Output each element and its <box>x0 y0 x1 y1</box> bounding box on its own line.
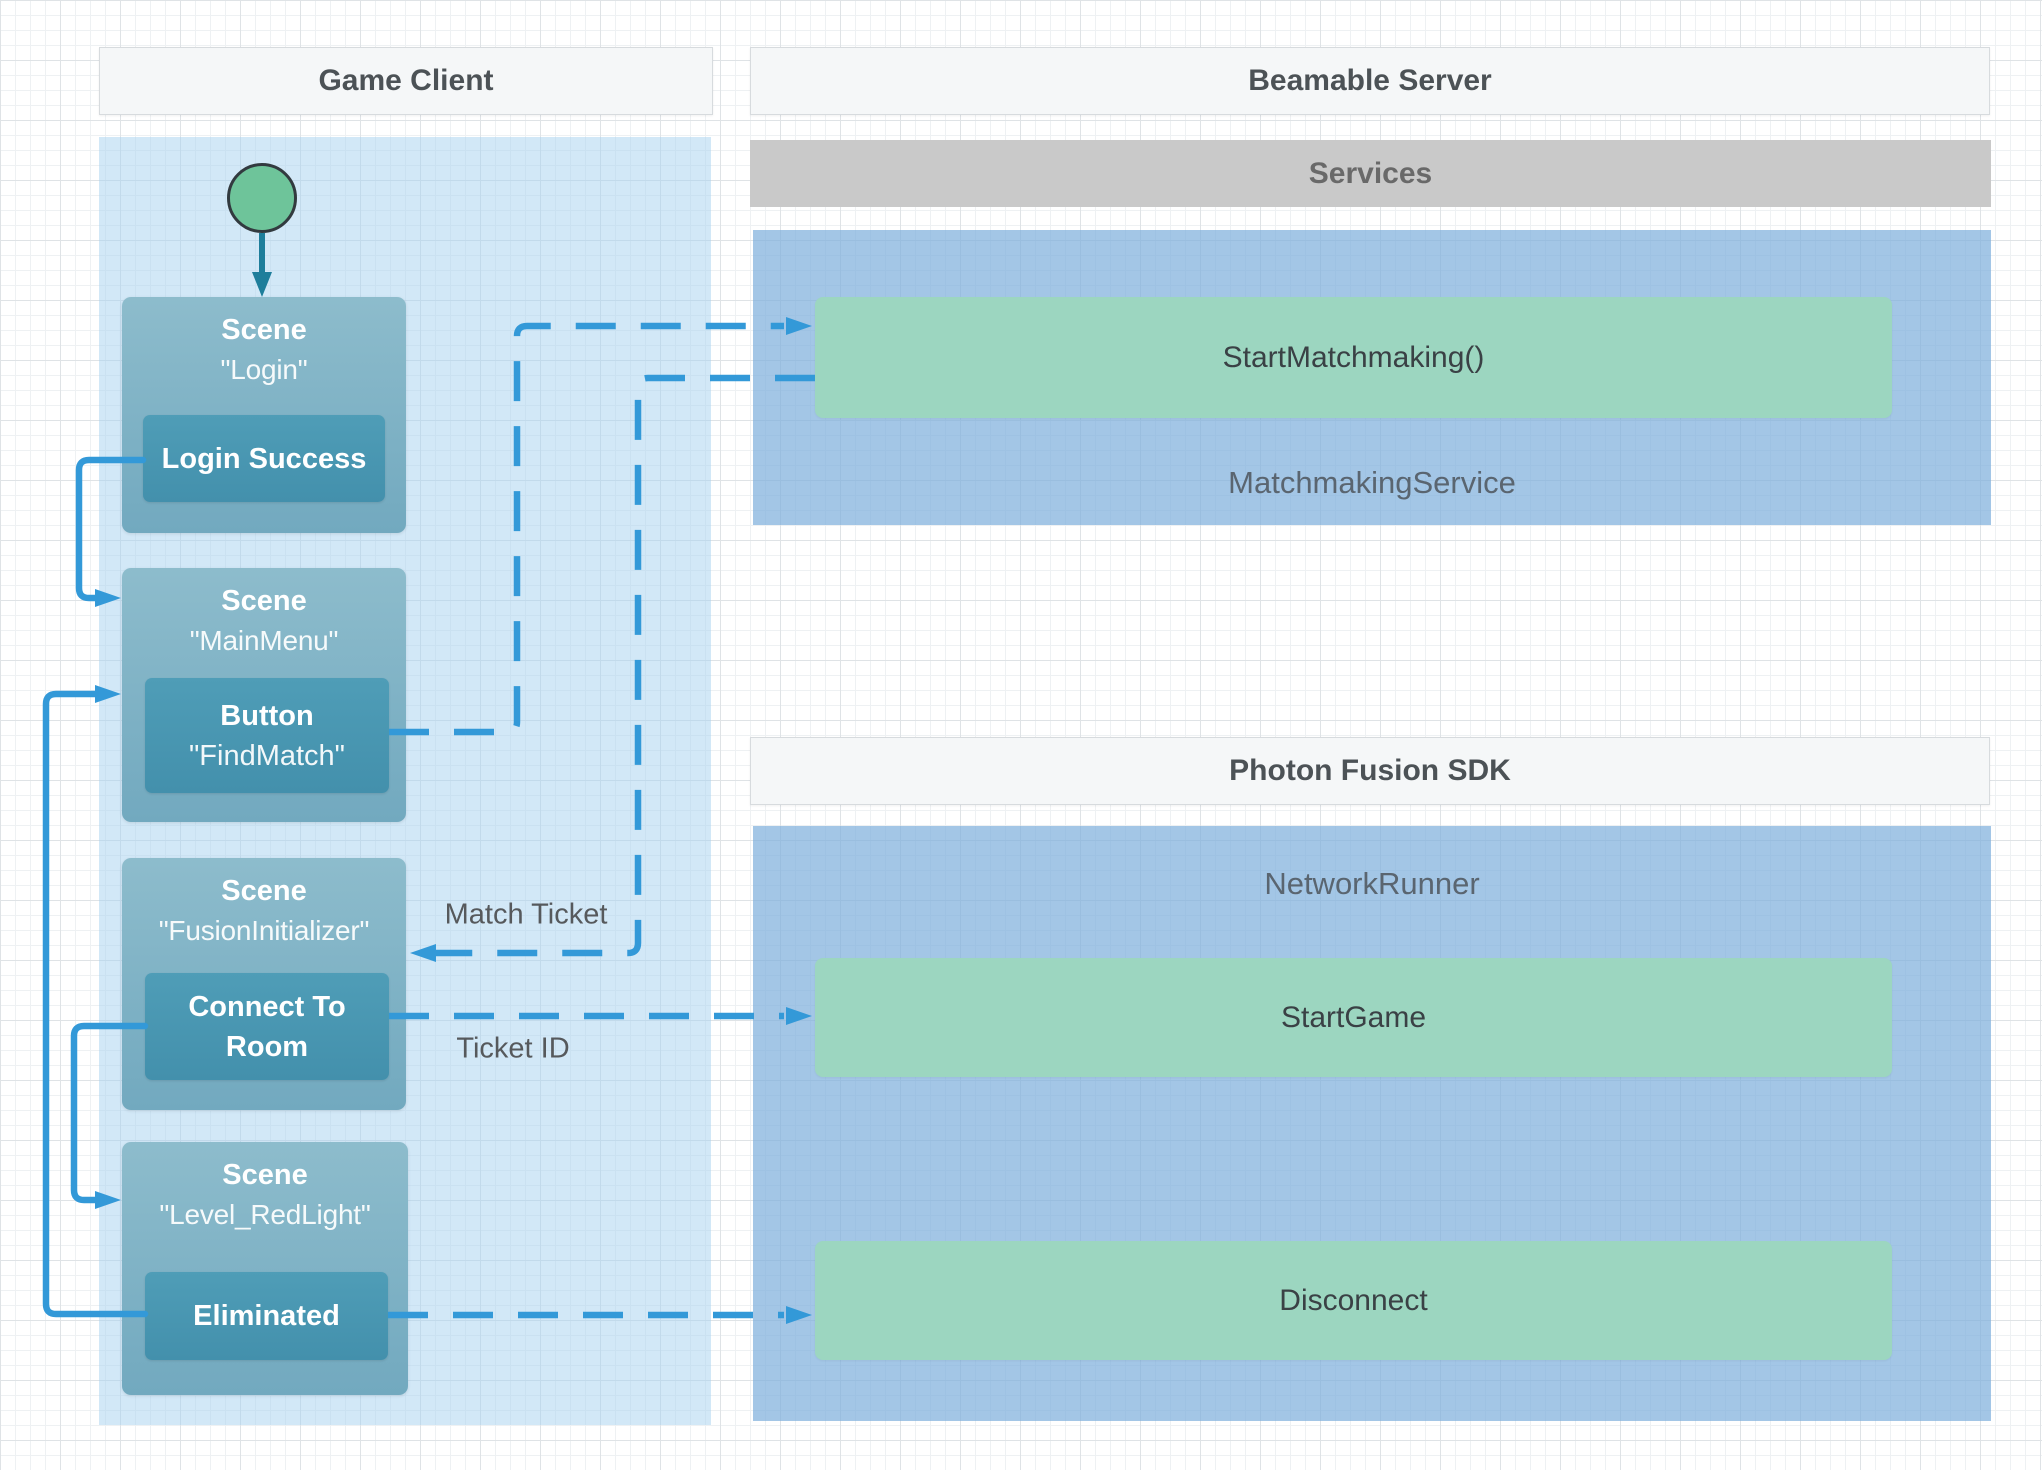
method-node-start-game: StartGame <box>815 958 1892 1077</box>
method-node-start-matchmaking: StartMatchmaking() <box>815 297 1892 418</box>
action-findmatch-line1: Button <box>220 699 314 732</box>
scene-node-mainmenu: Scene "MainMenu" Button "FindMatch" <box>122 568 406 822</box>
action-eliminated-label: Eliminated <box>193 1300 340 1332</box>
scene-redlight-subtitle: "Level_RedLight" <box>159 1199 371 1230</box>
lane-header-beamable-server: Beamable Server <box>750 47 1990 115</box>
edge-label-match-ticket: Match Ticket <box>444 898 608 931</box>
lane-header-beamable-server-label: Beamable Server <box>1248 64 1492 97</box>
action-node-findmatch-button: Button "FindMatch" <box>145 678 389 793</box>
start-state-circle <box>227 163 297 233</box>
scene-mainmenu-title: Scene <box>221 585 307 617</box>
action-findmatch-line2: "FindMatch" <box>189 739 345 772</box>
action-connect-room-line1: Connect To <box>188 990 346 1023</box>
services-bar-label: Services <box>1308 156 1433 190</box>
lane-header-game-client: Game Client <box>99 47 713 115</box>
scene-redlight-title: Scene <box>222 1159 308 1191</box>
scene-node-level-redlight: Scene "Level_RedLight" Eliminated <box>122 1142 408 1395</box>
scene-mainmenu-subtitle: "MainMenu" <box>189 625 339 656</box>
method-label-start-game: StartGame <box>1280 1000 1427 1034</box>
lane-header-game-client-label: Game Client <box>318 64 494 97</box>
services-bar: Services <box>750 140 1991 207</box>
network-runner-label: NetworkRunner <box>1264 866 1480 901</box>
scene-fusion-subtitle: "FusionInitializer" <box>158 915 370 946</box>
lane-header-photon-fusion-sdk: Photon Fusion SDK <box>750 737 1990 805</box>
lane-header-photon-fusion-sdk-label: Photon Fusion SDK <box>1229 754 1511 787</box>
scene-node-login: Scene "Login" Login Success <box>122 297 406 533</box>
scene-login-subtitle: "Login" <box>220 354 308 385</box>
action-node-login-success: Login Success <box>143 415 385 502</box>
method-node-disconnect: Disconnect <box>815 1241 1892 1360</box>
matchmaking-service-label: MatchmakingService <box>1228 465 1516 500</box>
scene-node-fusion-initializer: Scene "FusionInitializer" Connect To Roo… <box>122 858 406 1110</box>
scene-login-title: Scene <box>221 314 307 346</box>
action-login-success-label: Login Success <box>161 442 367 475</box>
method-label-disconnect: Disconnect <box>1279 1283 1428 1317</box>
action-node-eliminated: Eliminated <box>145 1272 388 1360</box>
action-connect-room-line2: Room <box>225 1030 309 1063</box>
scene-fusion-title: Scene <box>221 875 307 907</box>
action-node-connect-to-room: Connect To Room <box>145 973 389 1080</box>
method-label-start-matchmaking: StartMatchmaking() <box>1222 340 1485 374</box>
edge-label-ticket-id: Ticket ID <box>456 1032 570 1065</box>
